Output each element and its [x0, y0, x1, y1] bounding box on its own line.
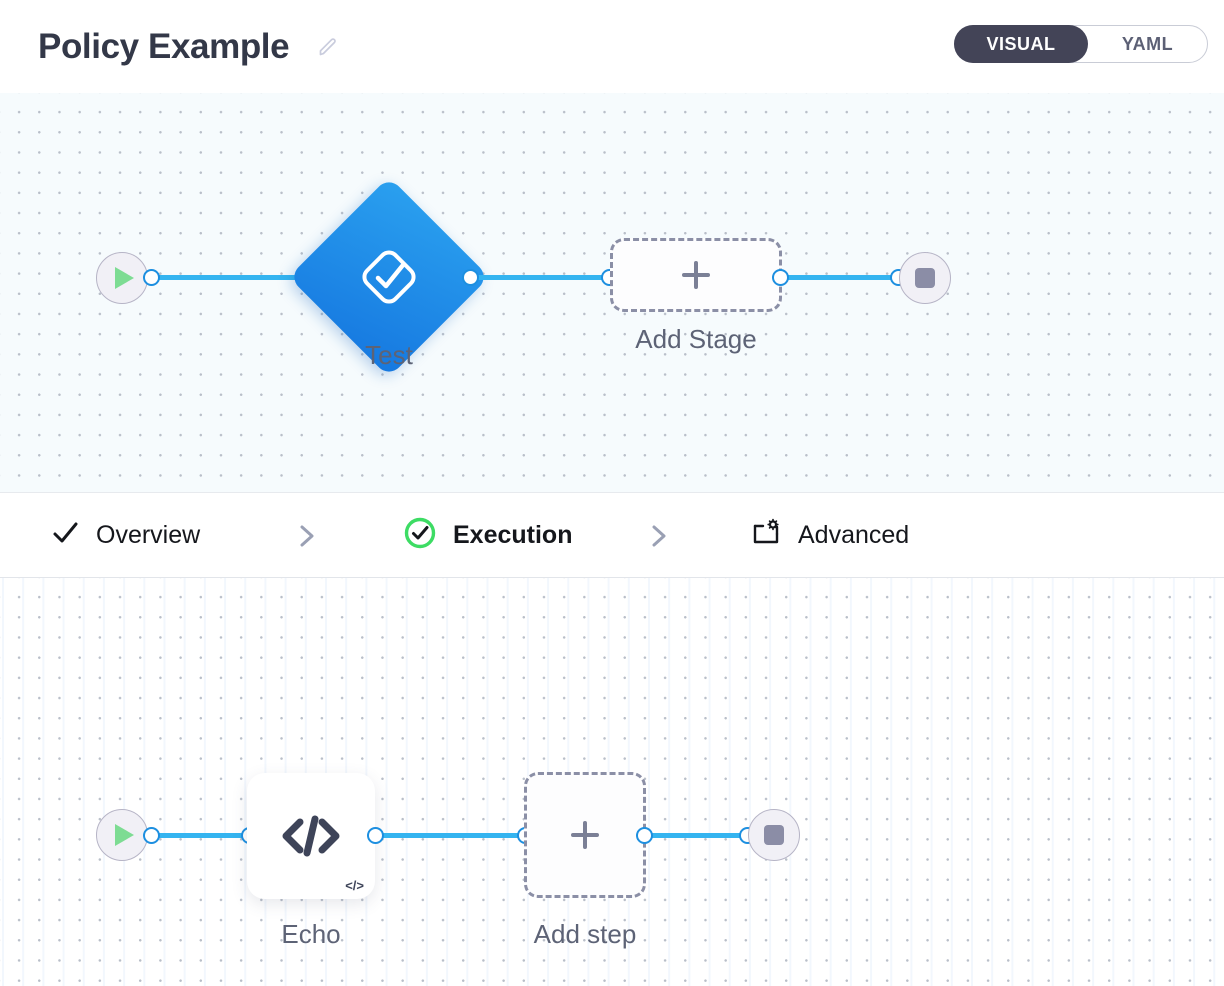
section-tabs: Overview Execution	[0, 493, 1224, 578]
view-mode-toggle[interactable]: VISUAL YAML	[954, 25, 1208, 63]
stage-end-node[interactable]	[899, 252, 951, 304]
code-badge-icon: </>	[345, 878, 364, 893]
code-icon	[282, 815, 340, 857]
tab-overview-label: Overview	[96, 520, 201, 549]
play-icon	[115, 824, 134, 846]
step-start-node[interactable]	[96, 809, 148, 861]
port-echo-out[interactable]	[367, 827, 384, 844]
tab-advanced[interactable]: Advanced	[728, 493, 931, 577]
add-step-label: Add step	[533, 919, 637, 949]
stage-start-node[interactable]	[96, 252, 148, 304]
step-end-node[interactable]	[748, 809, 800, 861]
settings-box-icon	[750, 517, 782, 554]
add-step-button[interactable]	[524, 772, 646, 898]
step-edge-add-end	[646, 833, 756, 838]
chevron-right-icon-1	[296, 523, 320, 554]
check-icon	[50, 518, 80, 553]
step-label-echo: Echo	[281, 919, 341, 949]
stage-label-test: Test	[365, 340, 413, 370]
plus-icon	[682, 261, 710, 289]
tab-advanced-label: Advanced	[798, 520, 910, 549]
yaml-mode-button[interactable]: YAML	[1121, 33, 1174, 54]
stage-node-test[interactable]	[288, 176, 490, 378]
approval-check-icon	[362, 250, 416, 304]
port-addstage-out[interactable]	[772, 269, 789, 286]
tab-execution[interactable]: Execution	[381, 493, 594, 577]
pencil-icon[interactable]	[315, 34, 341, 60]
port-test-out[interactable]	[462, 269, 479, 286]
stage-graph-canvas[interactable]: Test Add Stage	[0, 93, 1224, 493]
step-edge-start-echo	[150, 833, 270, 838]
visual-mode-button[interactable]: VISUAL	[954, 25, 1088, 63]
tab-execution-label: Execution	[453, 520, 573, 549]
stage-edge-start-test	[150, 275, 330, 280]
tab-overview[interactable]: Overview	[28, 493, 222, 577]
add-stage-button[interactable]	[610, 238, 782, 312]
page-header: Policy Example VISUAL YAML	[0, 0, 1224, 93]
page-title: Policy Example	[38, 26, 290, 66]
step-edge-echo-add	[379, 833, 529, 838]
step-node-echo[interactable]: </>	[247, 773, 375, 899]
port-addstep-out[interactable]	[636, 827, 653, 844]
port-start-out[interactable]	[143, 269, 160, 286]
port-step-start-out[interactable]	[143, 827, 160, 844]
stop-icon	[915, 268, 935, 288]
stop-icon	[764, 825, 784, 845]
step-graph-canvas[interactable]: </> Echo Add step	[0, 578, 1224, 986]
play-icon	[115, 267, 134, 289]
stage-diamond-shape	[288, 176, 490, 378]
check-circle-icon	[403, 516, 437, 555]
add-stage-label: Add Stage	[635, 324, 757, 354]
stage-edge-add-end	[782, 275, 907, 280]
plus-icon	[571, 821, 599, 849]
stage-edge-test-add	[466, 275, 614, 280]
chevron-right-icon-2	[648, 523, 672, 554]
